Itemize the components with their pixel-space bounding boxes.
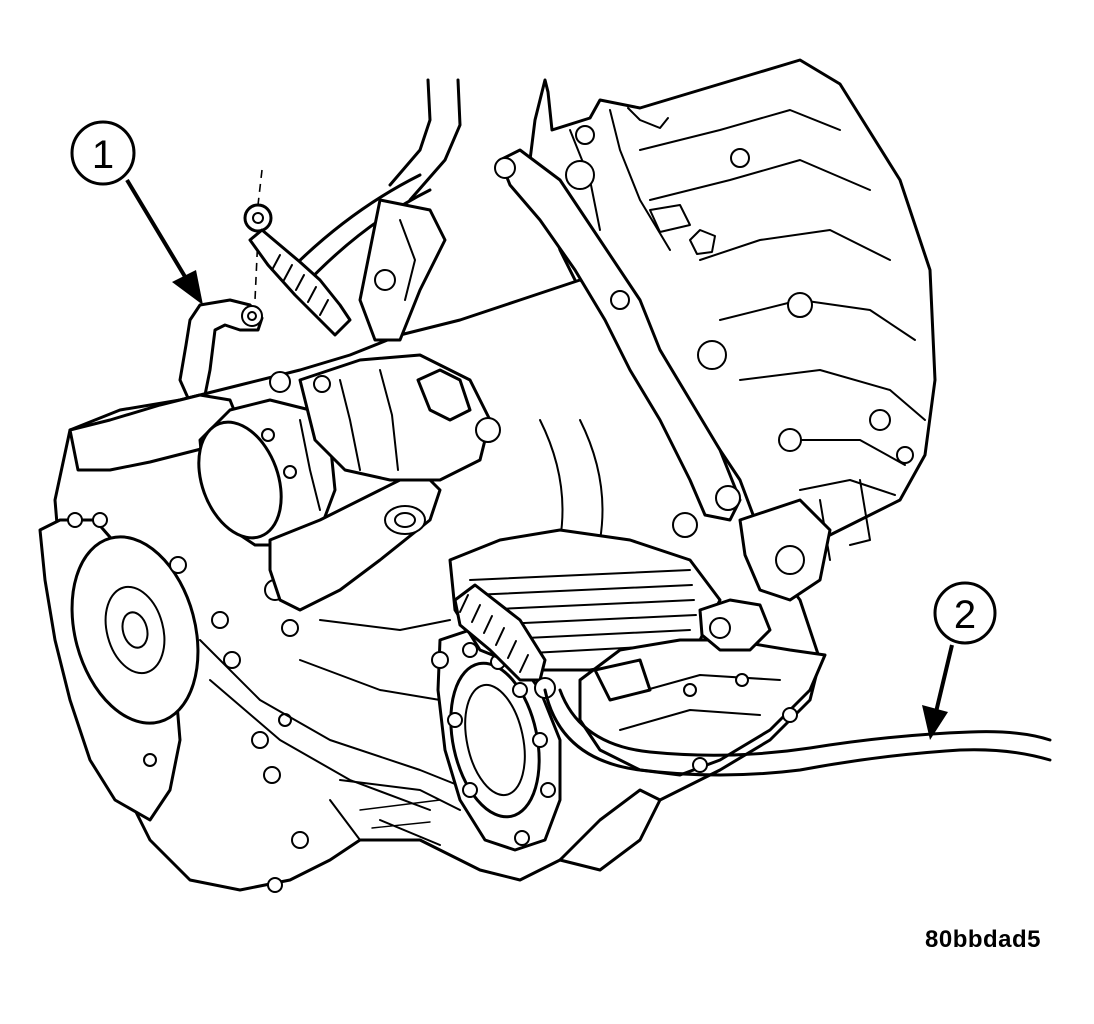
callout-1-leader xyxy=(125,178,189,282)
callout-2: 2 xyxy=(922,581,997,740)
oil-pan-fins xyxy=(448,528,722,699)
figure-id: 80bbdad5 xyxy=(925,926,1042,953)
callout-2-label: 2 xyxy=(954,593,976,637)
callout-1-circle xyxy=(70,120,136,186)
callout-1-arrowhead xyxy=(172,270,203,305)
engine-block xyxy=(528,58,937,562)
callout-2-circle xyxy=(933,581,997,645)
mount-bracket xyxy=(358,148,742,541)
starter-assembly xyxy=(68,353,501,612)
callout-1-label: 1 xyxy=(92,133,114,177)
lower-right-bracket xyxy=(558,498,832,872)
callout-2-leader xyxy=(934,644,954,713)
shift-cable-lower xyxy=(543,688,1052,777)
callout-2-arrowhead xyxy=(922,705,948,740)
callout-1: 1 xyxy=(70,120,203,305)
shift-cable-assembly xyxy=(178,169,352,400)
axle-flange xyxy=(431,628,562,852)
